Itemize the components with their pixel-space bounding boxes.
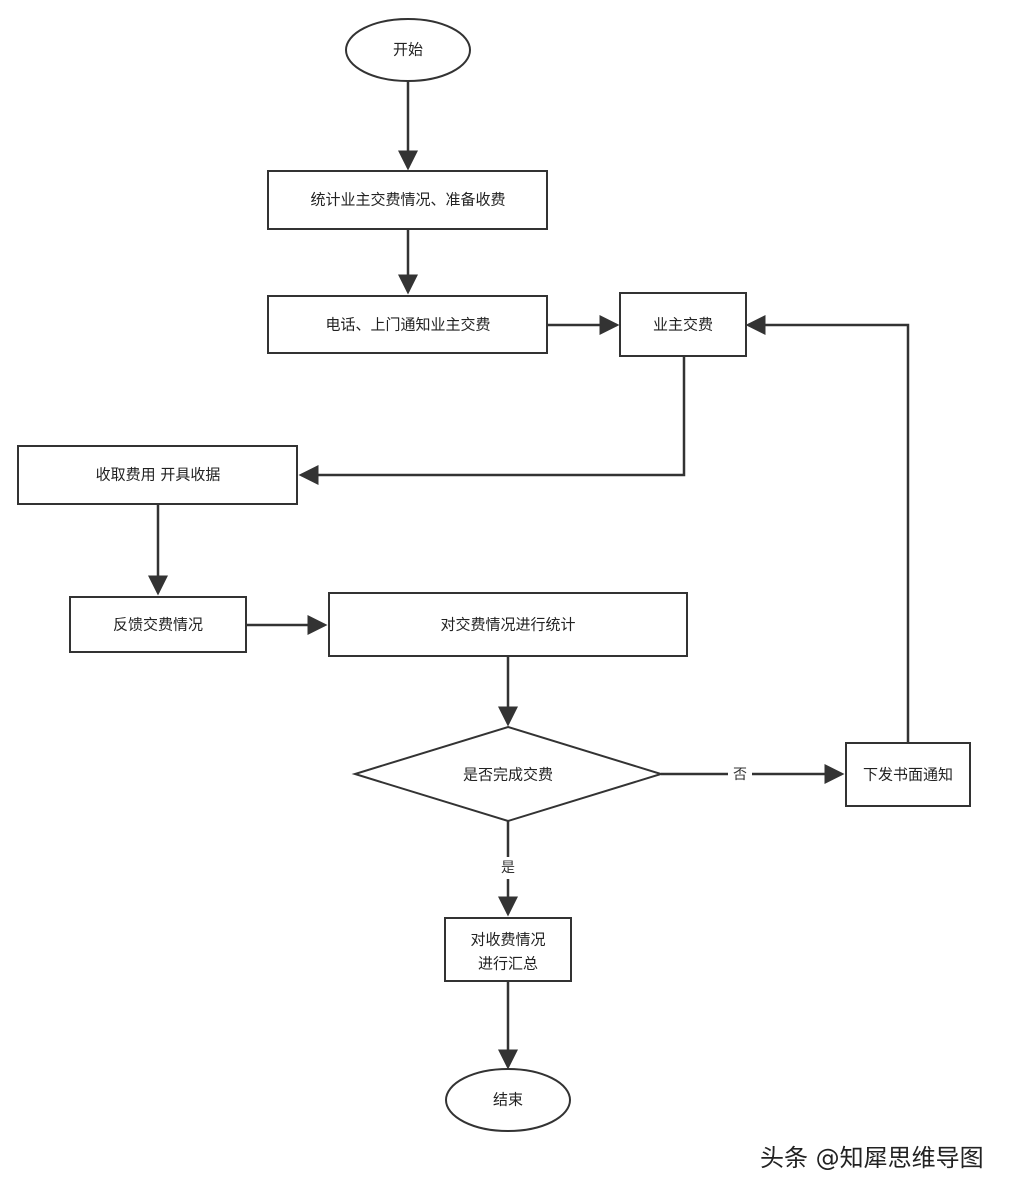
edges: [148, 81, 910, 1070]
node-collect: 收取费用 开具收据: [17, 445, 298, 505]
node-collect-label: 收取费用 开具收据: [96, 466, 221, 484]
node-notify-label: 电话、上门通知业主交费: [325, 316, 490, 334]
node-start: 开始: [345, 18, 471, 82]
edge-label-yes: 是: [501, 860, 515, 876]
node-notify: 电话、上门通知业主交费: [267, 295, 548, 354]
node-feedback: 反馈交费情况: [69, 596, 247, 653]
edge-notice-to-owner-pay: [745, 315, 910, 743]
node-feedback-label: 反馈交费情况: [113, 616, 203, 634]
node-start-label: 开始: [393, 41, 423, 59]
node-stats-label: 统计业主交费情况、准备收费: [310, 191, 505, 209]
edge-owner-pay-to-collect: [298, 357, 686, 485]
node-summary-label-line-2: 进行汇总: [478, 955, 538, 973]
node-owner-pay: 业主交费: [619, 292, 747, 357]
edge-label-yes-group: 是: [498, 857, 518, 879]
node-written-notice: 下发书面通知: [845, 742, 971, 807]
node-summary-label-line-1: 对收费情况: [470, 931, 545, 949]
node-owner-pay-label: 业主交费: [653, 316, 713, 334]
edge-label-no: 否: [733, 767, 747, 783]
watermark: 头条 @知犀思维导图: [760, 1144, 984, 1172]
node-decision: 是否完成交费: [351, 725, 665, 823]
node-tally: 对交费情况进行统计: [328, 592, 688, 657]
node-summary: 对收费情况 进行汇总: [444, 917, 572, 982]
edge-label-no-group: 否: [728, 764, 752, 784]
node-tally-label: 对交费情况进行统计: [440, 616, 575, 634]
node-end: 结束: [445, 1068, 571, 1132]
node-written-notice-label: 下发书面通知: [863, 766, 953, 784]
node-stats: 统计业主交费情况、准备收费: [267, 170, 548, 230]
node-decision-label: 是否完成交费: [463, 766, 553, 784]
node-end-label: 结束: [493, 1091, 523, 1109]
